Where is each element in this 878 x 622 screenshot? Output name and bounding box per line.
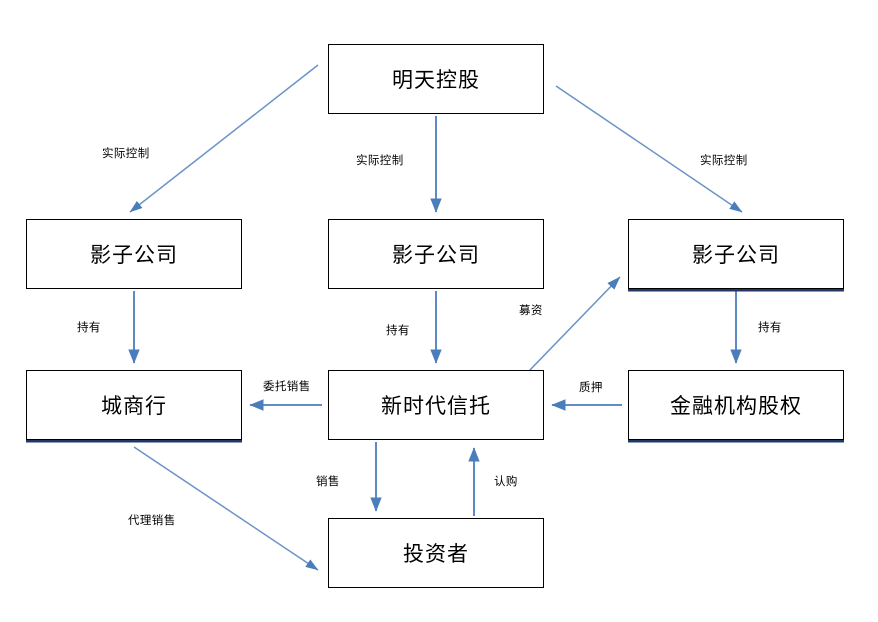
edge-label-actual-control-left: 实际控制 [102,148,150,160]
node-label: 新时代信托 [381,395,491,418]
node-label: 金融机构股权 [670,395,802,418]
edge-label-fundraising: 募资 [519,305,543,317]
edge-bank-to-investors [133,446,319,571]
edge-label-hold-left: 持有 [77,322,101,334]
edge-mingtian-to-shadow-right [555,85,743,213]
node-shadow-company-left[interactable]: 影子公司 [26,219,242,289]
node-label: 城商行 [101,395,167,418]
edge-label-pledge: 质押 [579,382,603,394]
node-label: 影子公司 [392,244,480,267]
node-mingtian-holdings[interactable]: 明天控股 [328,44,544,114]
edge-label-entrusted-sales: 委托销售 [263,381,311,393]
node-label: 投资者 [403,543,469,566]
edge-label-agency-sales: 代理销售 [128,515,176,527]
edge-label-actual-control-right: 实际控制 [700,155,748,167]
edge-label-subscription: 认购 [494,476,518,488]
node-shadow-company-center[interactable]: 影子公司 [328,219,544,289]
edge-trust-to-shadow-right [527,276,621,373]
edge-label-sales: 销售 [316,476,340,488]
node-label: 影子公司 [692,244,780,267]
node-city-commercial-bank[interactable]: 城商行 [26,370,242,440]
node-financial-institution-equity[interactable]: 金融机构股权 [628,370,844,440]
node-shadow-company-right[interactable]: 影子公司 [628,219,844,289]
node-new-era-trust[interactable]: 新时代信托 [328,370,544,440]
edge-label-actual-control-center: 实际控制 [356,155,404,167]
edge-mingtian-to-shadow-left [129,64,319,213]
node-label: 明天控股 [392,69,480,92]
edge-label-hold-right: 持有 [758,322,782,334]
node-investors[interactable]: 投资者 [328,518,544,588]
edge-label-hold-center: 持有 [386,325,410,337]
node-label: 影子公司 [90,244,178,267]
